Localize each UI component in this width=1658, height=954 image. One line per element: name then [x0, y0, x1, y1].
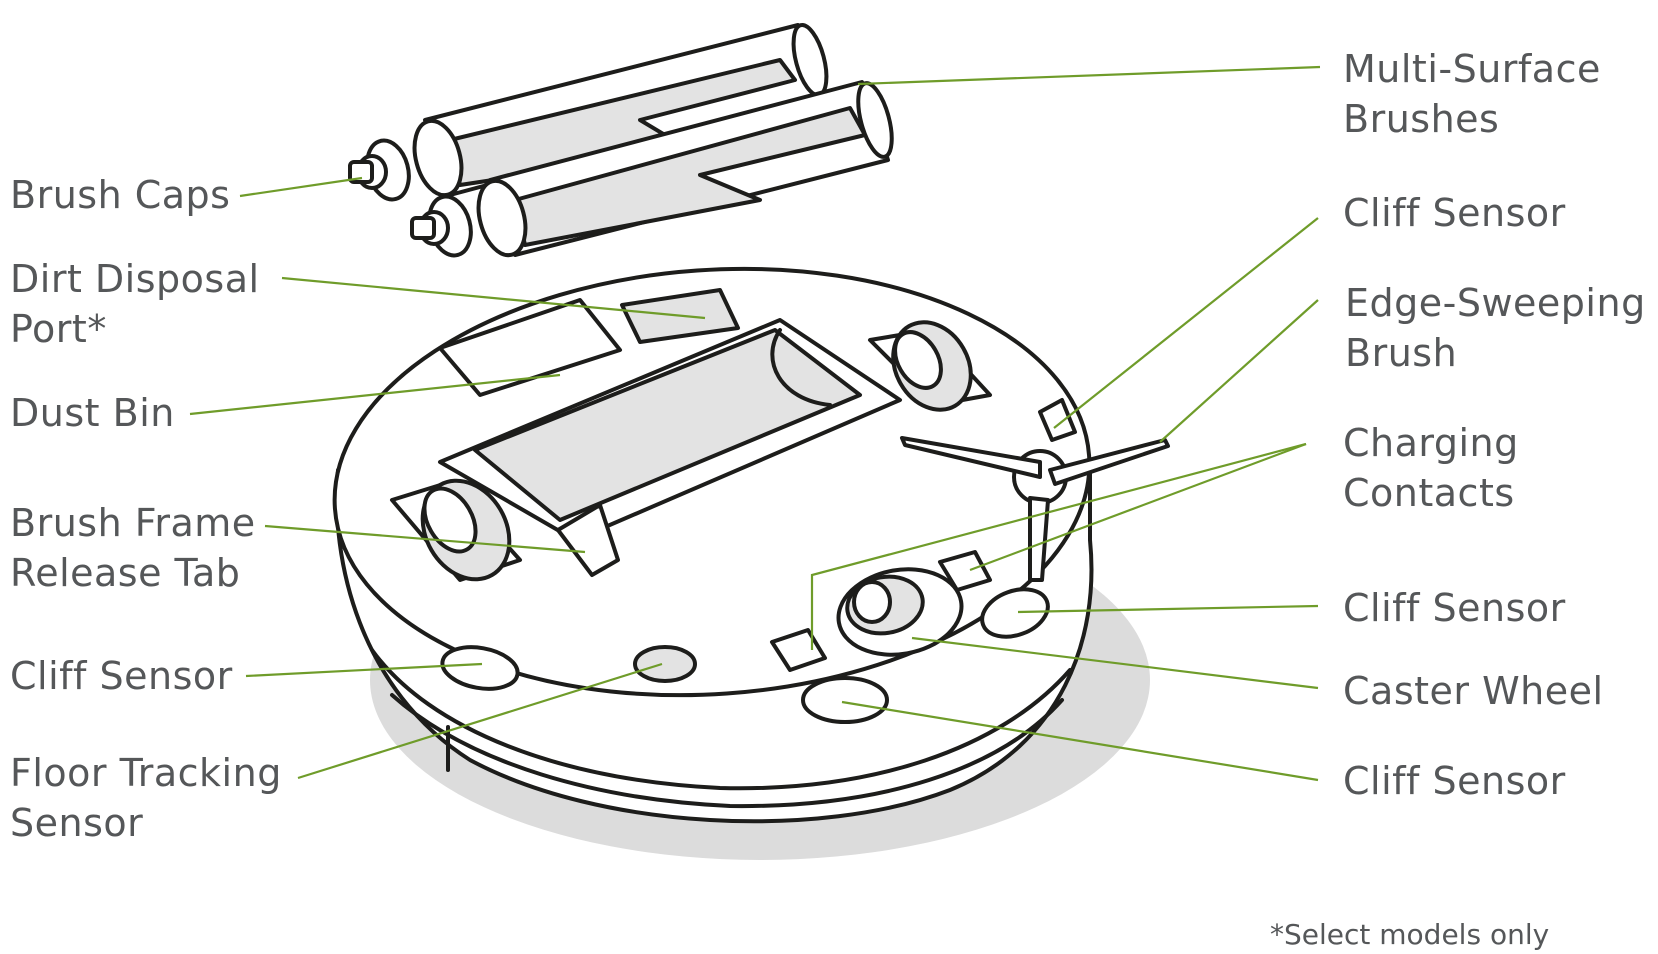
leader-brush-caps	[239, 176, 363, 198]
label-line: Cliff Sensor	[1343, 191, 1566, 235]
label-line: Dust Bin	[10, 391, 175, 435]
brush-cavity-inner	[473, 328, 862, 522]
leader-charging-contacts-2	[969, 442, 1307, 572]
label-line: Edge-Sweeping	[1345, 281, 1646, 325]
label-cliff-sensor-left: Cliff Sensor	[10, 651, 233, 701]
label-line: Release Tab	[10, 551, 241, 595]
label-line: Multi-Surface	[1343, 47, 1601, 91]
label-line: Brushes	[1343, 97, 1500, 141]
charging-contact-2	[938, 550, 992, 592]
brush-frame-release-tab	[556, 503, 620, 577]
robot-side-groove-2	[390, 693, 1064, 809]
caster-wheel	[836, 567, 964, 657]
label-line: Cliff Sensor	[10, 654, 233, 698]
edge-sweeping-brush	[900, 436, 1170, 582]
leader-dirt-disposal-port	[281, 276, 706, 320]
label-dust-bin: Dust Bin	[10, 388, 175, 438]
leader-brush-frame-release-tab	[264, 524, 586, 554]
leader-cliff-sensor-top-right	[1053, 217, 1319, 429]
label-line: Cliff Sensor	[1343, 759, 1566, 803]
label-cliff-sensor-mid-right: Cliff Sensor	[1343, 583, 1566, 633]
cliff-sensor-mid-right	[980, 587, 1050, 639]
label-line: Sensor	[10, 801, 144, 845]
label-caster-wheel: Caster Wheel	[1343, 666, 1604, 716]
label-brush-caps: Brush Caps	[10, 170, 230, 220]
leader-lines	[189, 65, 1321, 782]
label-cliff-sensor-bottom-right: Cliff Sensor	[1343, 756, 1566, 806]
leader-cliff-sensor-left	[245, 662, 483, 678]
leader-cliff-sensor-mid-right	[1017, 604, 1319, 614]
multi-surface-brush-2	[476, 80, 894, 258]
label-line: Port*	[10, 307, 107, 351]
cliff-sensor-bottom-right	[801, 676, 889, 724]
label-line: Cliff Sensor	[1343, 586, 1566, 630]
robot-side-groove-1	[370, 648, 1072, 791]
leader-caster-wheel	[911, 636, 1319, 690]
label-line: Charging	[1343, 421, 1519, 465]
footnote: *Select models only	[1270, 918, 1550, 951]
leader-multi-surface-brushes	[857, 65, 1321, 86]
label-line: Brush Frame	[10, 501, 256, 545]
cliff-sensor-top-right	[1038, 398, 1077, 442]
brush-cap-2	[410, 194, 473, 258]
label-line: Dirt Disposal	[10, 257, 260, 301]
label-line: Caster Wheel	[1343, 669, 1604, 713]
right-drive-wheel	[868, 320, 992, 412]
label-line: Floor Tracking	[10, 751, 282, 795]
label-cliff-sensor-top-right: Cliff Sensor	[1343, 188, 1566, 238]
brush-cavity-roller-edge	[770, 328, 832, 407]
leader-charging-contacts-1	[810, 442, 1307, 650]
leader-cliff-sensor-bottom-right	[841, 700, 1319, 782]
floor-tracking-sensor	[633, 645, 697, 683]
left-drive-wheel	[390, 478, 522, 582]
leader-floor-tracking-sensor	[297, 662, 663, 780]
label-line: Brush	[1345, 331, 1458, 375]
brush-cap-1	[348, 138, 411, 202]
label-line: Contacts	[1343, 471, 1515, 515]
dust-bin-panel	[438, 298, 622, 397]
label-line: Brush Caps	[10, 173, 231, 217]
cliff-sensor-left	[440, 645, 520, 691]
leader-edge-sweeping-brush	[1159, 299, 1319, 443]
leader-dust-bin	[189, 373, 561, 416]
